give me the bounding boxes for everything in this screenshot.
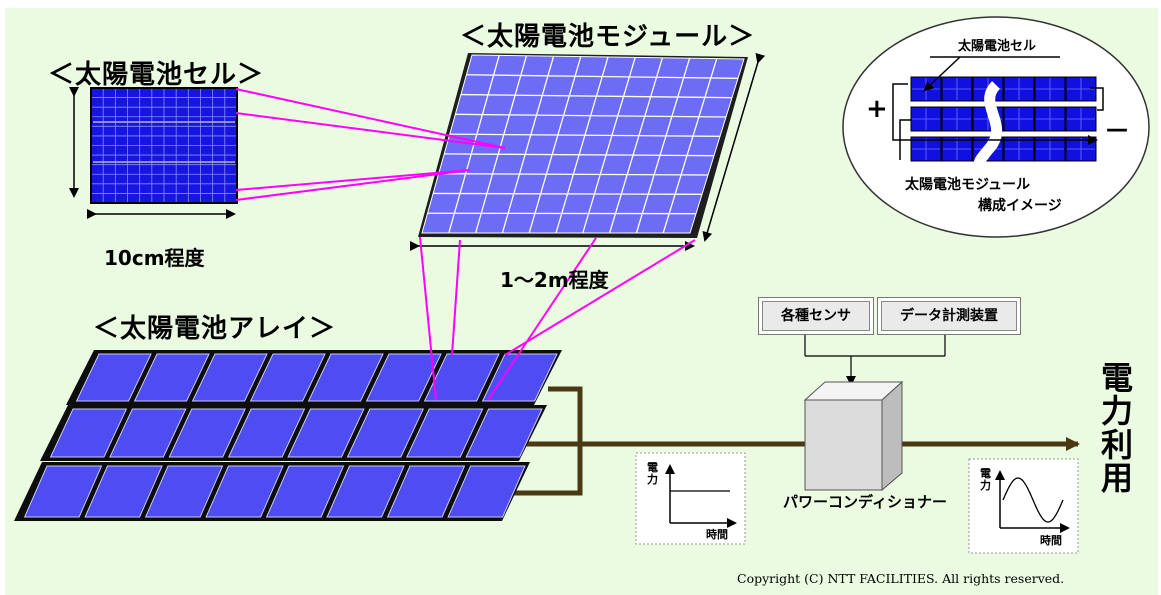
power-use-label: 電力利用 (1100, 359, 1133, 497)
inset-caption-line1: 太陽電池モジュール (905, 177, 1031, 193)
module-title: ＜太陽電池モジュール＞ (460, 22, 756, 52)
dc-graph-y-label: 電力 (647, 461, 658, 486)
array-panel (84, 465, 163, 518)
ac-output-cable (889, 437, 1080, 451)
minus-sign: － (1104, 117, 1131, 147)
ac-output-graph (968, 458, 1079, 554)
array-panel (191, 353, 268, 402)
array-panel (23, 465, 103, 518)
array-panel (346, 408, 425, 458)
ac-graph-x-label: 時間 (1040, 534, 1062, 547)
array-panel (307, 353, 384, 402)
array-panel (287, 408, 365, 458)
array-panel (423, 353, 500, 402)
array-panel (326, 465, 405, 518)
copyright-notice: Copyright (C) NTT FACILITIES. All rights… (737, 571, 1065, 586)
array-panel (481, 353, 558, 402)
array-panel (365, 353, 442, 402)
module-to-array-lines (419, 236, 696, 401)
plus-sign: + (866, 94, 888, 124)
dc-output-graph (635, 452, 746, 545)
dc-cable (504, 386, 805, 496)
array-panel (447, 465, 526, 518)
ac-graph-y-label: 電力 (980, 467, 991, 492)
array-panel (205, 465, 284, 518)
solar-array (14, 350, 562, 521)
cell-to-module-lines (235, 88, 506, 201)
cell-dimension-arrows (69, 87, 236, 219)
array-panel (109, 408, 187, 458)
array-panel (133, 353, 210, 402)
array-panel (249, 353, 326, 402)
array-panel (227, 408, 306, 458)
cell-title: ＜太陽電池セル＞ (48, 60, 265, 90)
data-logger-box: データ計測装置 (877, 297, 1021, 335)
equipment-connector (804, 335, 946, 386)
inset-cell-label: 太陽電池セル (958, 39, 1037, 54)
power-conditioner-label: パワーコンディショナー (783, 493, 947, 511)
module-size-label: 1～2m程度 (500, 268, 609, 292)
array-panel (465, 408, 543, 458)
array-panel (168, 408, 246, 458)
array-panel (144, 465, 224, 518)
solar-module (418, 53, 748, 238)
cell-size-label: 10cm程度 (104, 246, 205, 270)
solar-cell (90, 87, 238, 204)
dc-graph-x-label: 時間 (706, 528, 728, 541)
array-panel (406, 408, 484, 458)
module-dimension-arrows (410, 52, 766, 251)
array-panel (75, 353, 152, 402)
array-panel (386, 465, 466, 518)
power-conditioner-box (803, 380, 904, 492)
inset-caption-line2: 構成イメージ (978, 198, 1062, 214)
sensors-box: 各種センサ (758, 297, 874, 335)
module-structure-inset (842, 16, 1150, 238)
array-panel (265, 465, 345, 518)
array-panel (49, 408, 128, 458)
array-title: ＜太陽電池アレイ＞ (93, 314, 337, 344)
